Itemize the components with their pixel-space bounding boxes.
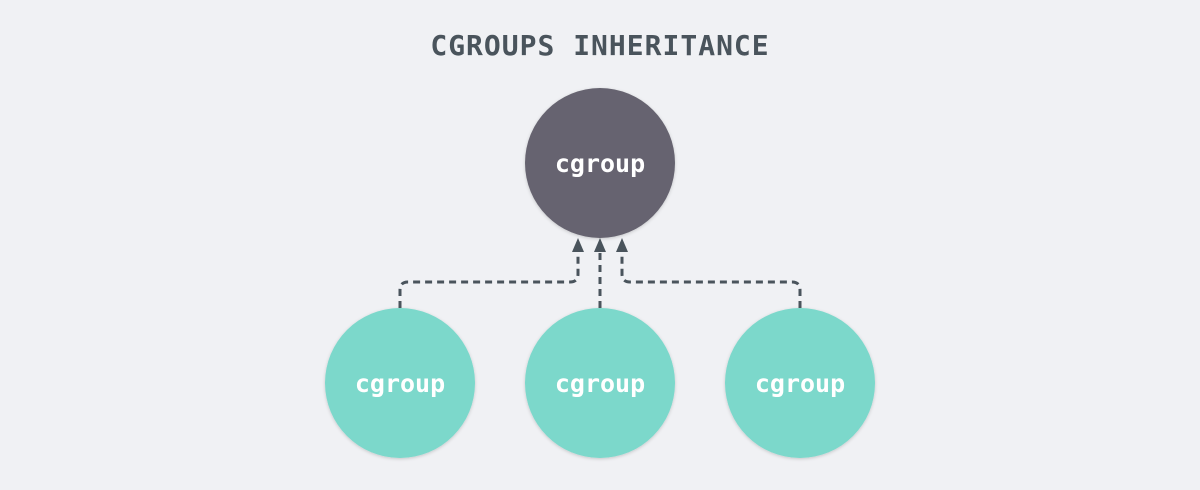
parent-cgroup-circle bbox=[525, 88, 675, 238]
arrowhead-left bbox=[572, 238, 584, 252]
arrowhead-right bbox=[616, 238, 628, 252]
child-cgroup-node-1: cgroup bbox=[325, 308, 475, 458]
connector-right bbox=[620, 252, 802, 308]
child-cgroup-label-1: cgroup bbox=[355, 369, 445, 398]
child-cgroup-label-2: cgroup bbox=[555, 369, 645, 398]
diagram-title: CGROUPS INHERITANCE bbox=[430, 29, 769, 62]
parent-cgroup-node: cgroup bbox=[525, 88, 675, 238]
child-cgroup-circle-2 bbox=[525, 308, 675, 458]
child-cgroup-circle-1 bbox=[325, 308, 475, 458]
parent-cgroup-label: cgroup bbox=[555, 149, 645, 178]
child-cgroup-node-2: cgroup bbox=[525, 308, 675, 458]
child-cgroup-node-3: cgroup bbox=[725, 308, 875, 458]
arrowhead-middle bbox=[594, 238, 606, 252]
child-cgroup-label-3: cgroup bbox=[755, 369, 845, 398]
child-cgroup-circle-3 bbox=[725, 308, 875, 458]
connector-left bbox=[398, 252, 580, 308]
